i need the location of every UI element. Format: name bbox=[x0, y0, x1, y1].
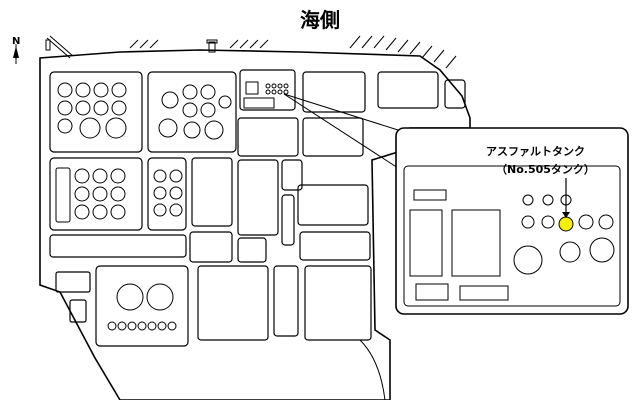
site-blocks bbox=[49, 69, 466, 347]
north-arrow-icon bbox=[13, 44, 19, 64]
inset-tank-name-label: アスファルトタンク bbox=[486, 145, 585, 158]
inset-box bbox=[395, 127, 629, 315]
bottom-road bbox=[359, 339, 386, 400]
north-letter: N bbox=[12, 36, 21, 47]
tank-group-5 bbox=[107, 283, 177, 331]
map-title: 海側 bbox=[300, 8, 340, 32]
asphalt-tank-505-marker bbox=[558, 216, 574, 232]
target-tank-area bbox=[243, 81, 289, 109]
inset-leader-lines bbox=[283, 93, 399, 169]
inset-tank-number-label: （No.505タンク） bbox=[496, 163, 595, 176]
tank-group-1 bbox=[57, 82, 127, 139]
tank-group-3 bbox=[55, 167, 126, 223]
pier bbox=[45, 35, 74, 59]
tank-group-4 bbox=[153, 169, 183, 217]
coastline-hatching bbox=[129, 35, 457, 69]
tank-group-2 bbox=[158, 84, 232, 140]
